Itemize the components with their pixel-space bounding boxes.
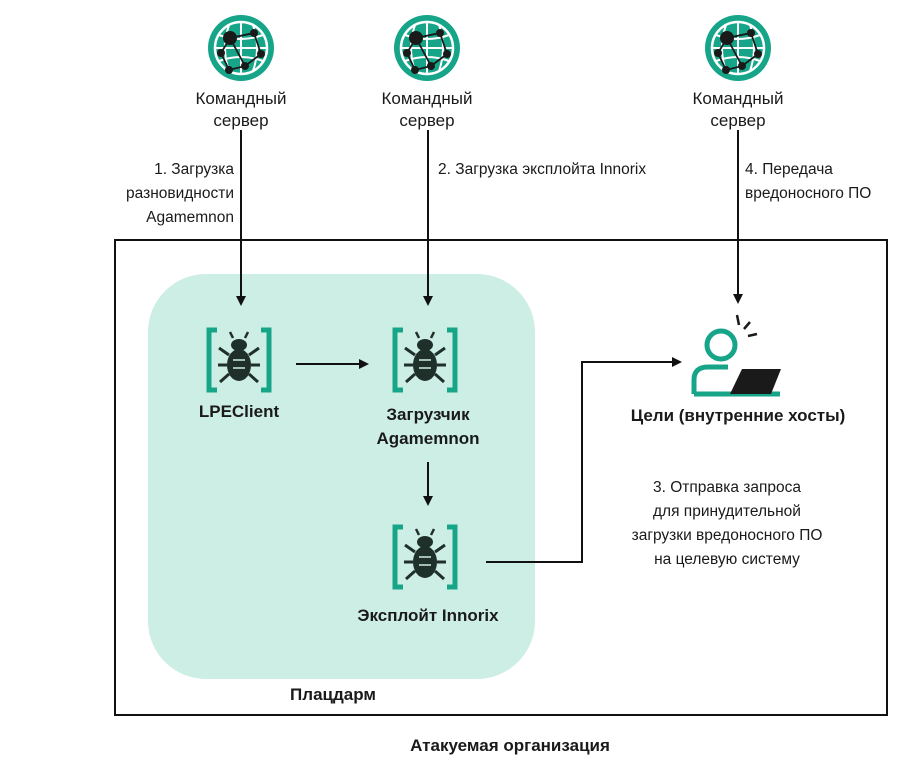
- lpeclient-label: LPEClient: [198, 402, 280, 421]
- foothold-zone: [148, 274, 535, 679]
- exploit-bug-icon: [395, 527, 455, 587]
- attacked-organization-box: [114, 239, 888, 716]
- organization-label: Атакуемая организация: [410, 736, 610, 755]
- targets-label: Цели (внутренние хосты): [630, 406, 846, 425]
- server-2-globe-network-icon: [392, 13, 462, 83]
- server-1-globe-network-icon: [206, 13, 276, 83]
- server-3-globe-network-icon: [703, 13, 773, 83]
- loader-bug-icon: [395, 330, 455, 390]
- exploit-label: Эксплойт Innorix: [357, 606, 499, 625]
- target-host-icon: [691, 314, 781, 397]
- foothold-label: Плацдарм: [290, 685, 376, 704]
- step2-label: 2. Загрузка эксплойта Innorix: [438, 161, 647, 178]
- lpeclient-bug-icon: [209, 330, 269, 390]
- arrow-step3: [486, 357, 682, 563]
